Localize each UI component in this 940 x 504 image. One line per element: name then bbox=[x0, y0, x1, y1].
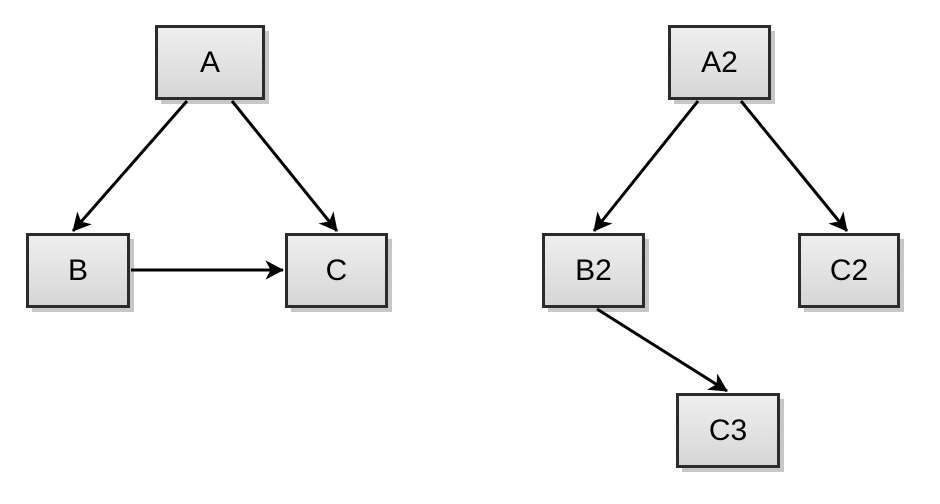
node-label: C3 bbox=[708, 413, 748, 447]
node-label: B bbox=[67, 253, 88, 287]
node-label: C2 bbox=[829, 253, 869, 287]
edge-b2-c3[interactable] bbox=[596, 307, 728, 393]
edges-group bbox=[71, 100, 849, 393]
edge-a-c[interactable] bbox=[230, 100, 339, 232]
edge-a-b[interactable] bbox=[71, 100, 189, 232]
node-label: A bbox=[199, 45, 220, 79]
node-a2[interactable]: A2 bbox=[668, 25, 771, 100]
node-b[interactable]: B bbox=[26, 233, 130, 308]
node-c3[interactable]: C3 bbox=[676, 393, 780, 468]
node-b2[interactable]: B2 bbox=[542, 233, 645, 308]
node-label: B2 bbox=[575, 253, 612, 287]
node-label: A2 bbox=[701, 45, 738, 79]
node-c2[interactable]: C2 bbox=[798, 233, 900, 308]
node-c[interactable]: C bbox=[285, 233, 388, 308]
node-label: C bbox=[325, 253, 348, 287]
edge-a2-c2[interactable] bbox=[739, 100, 849, 232]
node-a[interactable]: A bbox=[155, 25, 265, 100]
edge-a2-b2[interactable] bbox=[592, 100, 700, 232]
